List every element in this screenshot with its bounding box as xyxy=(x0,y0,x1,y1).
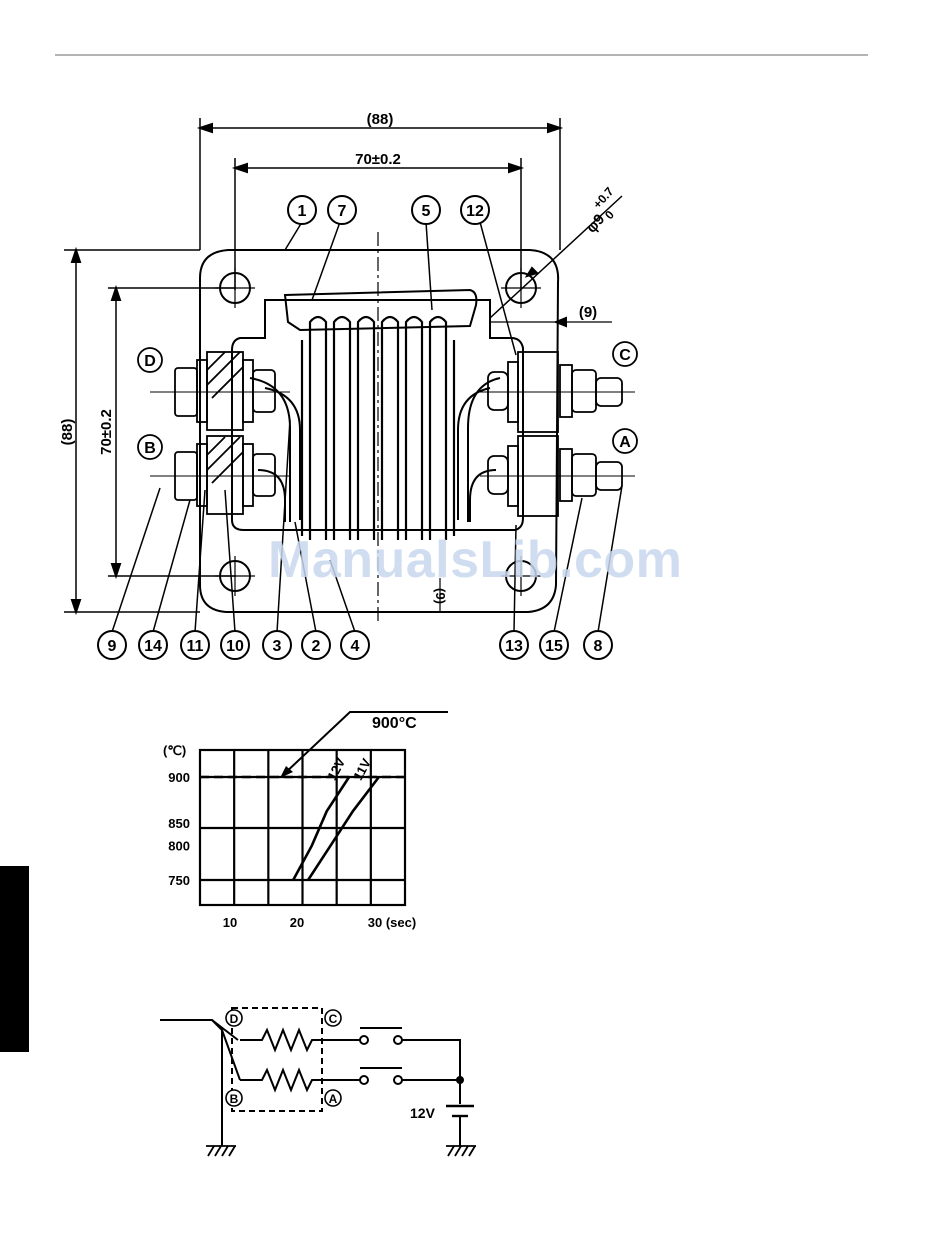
circuit-terminal-labels: D B C A xyxy=(226,1010,341,1106)
callout-14: 14 xyxy=(139,631,167,659)
callout-9: 9 xyxy=(98,631,126,659)
terminal-A: A xyxy=(613,429,637,453)
callout-8: 8 xyxy=(584,631,612,659)
x-tick-label: 30 (sec) xyxy=(368,915,416,930)
callout-label: 8 xyxy=(594,638,603,655)
terminal-letter: A xyxy=(619,434,631,451)
y-tick-label: 750 xyxy=(168,873,190,888)
supply-voltage-label: 12V xyxy=(410,1105,436,1121)
annotation-900c: 900°C xyxy=(372,715,417,732)
dim-hole-pitch-horizontal: 70±0.2 xyxy=(355,151,401,168)
callout-15: 15 xyxy=(540,631,568,659)
watermark: ManualsLib.com xyxy=(268,530,682,590)
terminal-letter: D xyxy=(144,353,156,370)
terminal-letter: B xyxy=(144,440,156,457)
resistor-lower xyxy=(240,1070,328,1090)
circuit-terminal-D: D xyxy=(226,1010,242,1026)
y-tick-label: 800 xyxy=(168,839,190,854)
x-tick-label: 20 xyxy=(290,915,304,930)
callout-5: 5 xyxy=(412,196,440,224)
callout-label: 13 xyxy=(505,638,523,655)
dim-width-overall: (88) xyxy=(367,111,394,128)
graph-y-unit: (℃) xyxy=(163,743,186,758)
dim-hole-tol-upper: +0.7 xyxy=(590,184,616,211)
callout-label: 3 xyxy=(273,638,282,655)
series-label: 12V xyxy=(324,755,348,783)
terminal-B: B xyxy=(138,435,162,459)
section-tab xyxy=(0,866,29,1052)
callout-7: 7 xyxy=(328,196,356,224)
dim-hole-diameter: φ9 +0.7 0 xyxy=(575,184,628,238)
callout-13: 13 xyxy=(500,631,528,659)
callout-4: 4 xyxy=(341,631,369,659)
callout-11: 11 xyxy=(181,631,209,659)
y-tick-label: 850 xyxy=(168,816,190,831)
callout-label: 5 xyxy=(422,203,431,220)
graph-grid xyxy=(200,750,405,905)
ground-symbol-left xyxy=(206,1146,236,1156)
callout-label: 4 xyxy=(351,638,360,655)
heater-enclosure xyxy=(232,1008,322,1111)
ground-lead xyxy=(160,1020,222,1146)
callout-label: 1 xyxy=(298,203,307,220)
dim-offset-right: (9) xyxy=(579,304,597,321)
callout-2: 2 xyxy=(302,631,330,659)
dim-hole-pitch-vertical: 70±0.2 xyxy=(98,409,115,455)
callout-3: 3 xyxy=(263,631,291,659)
x-tick-label: 10 xyxy=(223,915,237,930)
circuit-terminal-letter: B xyxy=(230,1092,239,1106)
callout-12: 12 xyxy=(461,196,489,224)
circuit-terminal-B: B xyxy=(226,1090,242,1106)
wiring-diagram xyxy=(160,1008,476,1156)
terminal-labels: D B C A xyxy=(138,342,637,459)
callout-label: 2 xyxy=(312,638,321,655)
circuit-terminal-C: C xyxy=(325,1010,341,1026)
circuit-terminal-A: A xyxy=(325,1090,341,1106)
callout-label: 11 xyxy=(187,638,204,655)
callout-label: 14 xyxy=(144,638,162,655)
y-tick-label: 900 xyxy=(168,770,190,785)
callout-label: 9 xyxy=(108,638,117,655)
circuit-terminal-letter: C xyxy=(329,1012,338,1026)
terminal-letter: C xyxy=(619,347,631,364)
callout-label: 10 xyxy=(226,638,244,655)
callout-label: 7 xyxy=(338,203,347,220)
terminal-C: C xyxy=(613,342,637,366)
dim-height-overall: (88) xyxy=(59,419,76,446)
callout-label: 12 xyxy=(466,203,484,220)
circuit-terminal-letter: D xyxy=(230,1012,239,1026)
callout-10: 10 xyxy=(221,631,249,659)
callout-label: 15 xyxy=(545,638,563,655)
circuit-terminal-letter: A xyxy=(329,1092,338,1106)
resistor-upper xyxy=(240,1030,328,1050)
ground-symbol-right xyxy=(446,1146,476,1156)
dim-offset-bottom: (9) xyxy=(433,588,448,604)
callout-1: 1 xyxy=(288,196,316,224)
terminal-D: D xyxy=(138,348,162,372)
